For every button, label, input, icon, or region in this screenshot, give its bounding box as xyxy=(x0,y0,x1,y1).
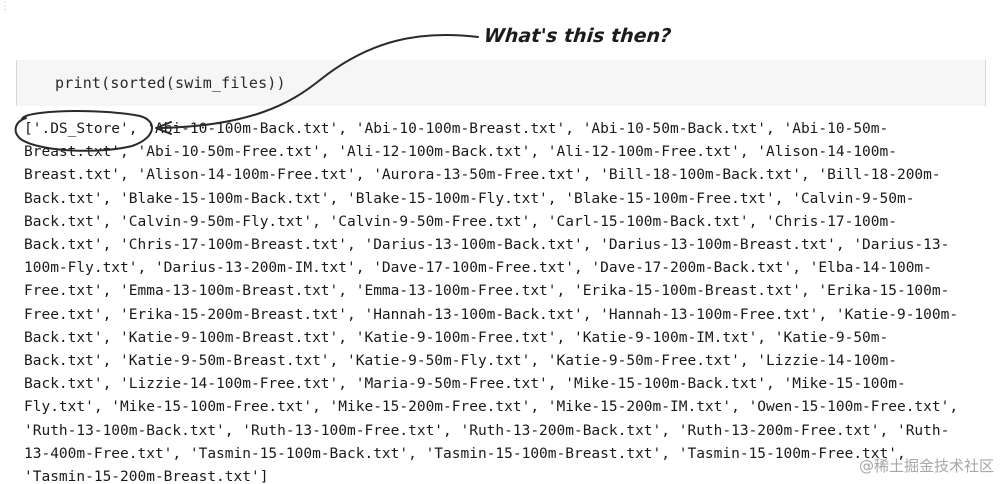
output-line: Fly.txt', 'Mike-15-100m-Free.txt', 'Mike… xyxy=(24,399,959,416)
output-line: ['.DS_Store', 'Abi-10-100m-Back.txt', 'A… xyxy=(24,121,889,137)
code-cell: print(sorted(swim_files)) xyxy=(16,60,986,106)
output-line: 'Ruth-13-100m-Back.txt', 'Ruth-13-100m-F… xyxy=(24,422,950,439)
output-text: ['.DS_Store', 'Abi-10-100m-Back.txt', 'A… xyxy=(24,118,984,484)
callout-label: What's this then? xyxy=(483,25,673,47)
watermark: @稀土掘金技术社区 xyxy=(858,457,994,475)
output-line: Free.txt', 'Erika-15-200m-Breast.txt', '… xyxy=(24,306,959,323)
corner-mark: ⋮ xyxy=(0,1,10,12)
output-line: Back.txt', 'Blake-15-100m-Back.txt', 'Bl… xyxy=(24,190,915,207)
output-line: Breast.txt', 'Alison-14-100m-Free.txt', … xyxy=(24,167,941,184)
output-line: Breast.txt', 'Abi-10-50m-Free.txt', 'Ali… xyxy=(24,144,897,161)
output-line: Back.txt', 'Katie-9-100m-Breast.txt', 'K… xyxy=(24,329,889,346)
code-line: print(sorted(swim_files)) xyxy=(55,74,286,92)
output-line: Back.txt', 'Lizzie-14-100m-Free.txt', 'M… xyxy=(24,376,906,393)
output-line: Back.txt', 'Katie-9-50m-Breast.txt', 'Ka… xyxy=(24,353,897,370)
output-line: Back.txt', 'Chris-17-100m-Breast.txt', '… xyxy=(24,237,950,254)
output-line: Free.txt', 'Emma-13-100m-Breast.txt', 'E… xyxy=(24,283,950,300)
output-line: 13-400m-Free.txt', 'Tasmin-15-100m-Back.… xyxy=(24,445,906,462)
output-line: Back.txt', 'Calvin-9-50m-Fly.txt', 'Calv… xyxy=(24,213,897,230)
output-line: 100m-Fly.txt', 'Darius-13-200m-IM.txt', … xyxy=(24,260,932,277)
output-line: 'Tasmin-15-200m-Breast.txt'] xyxy=(24,469,269,484)
